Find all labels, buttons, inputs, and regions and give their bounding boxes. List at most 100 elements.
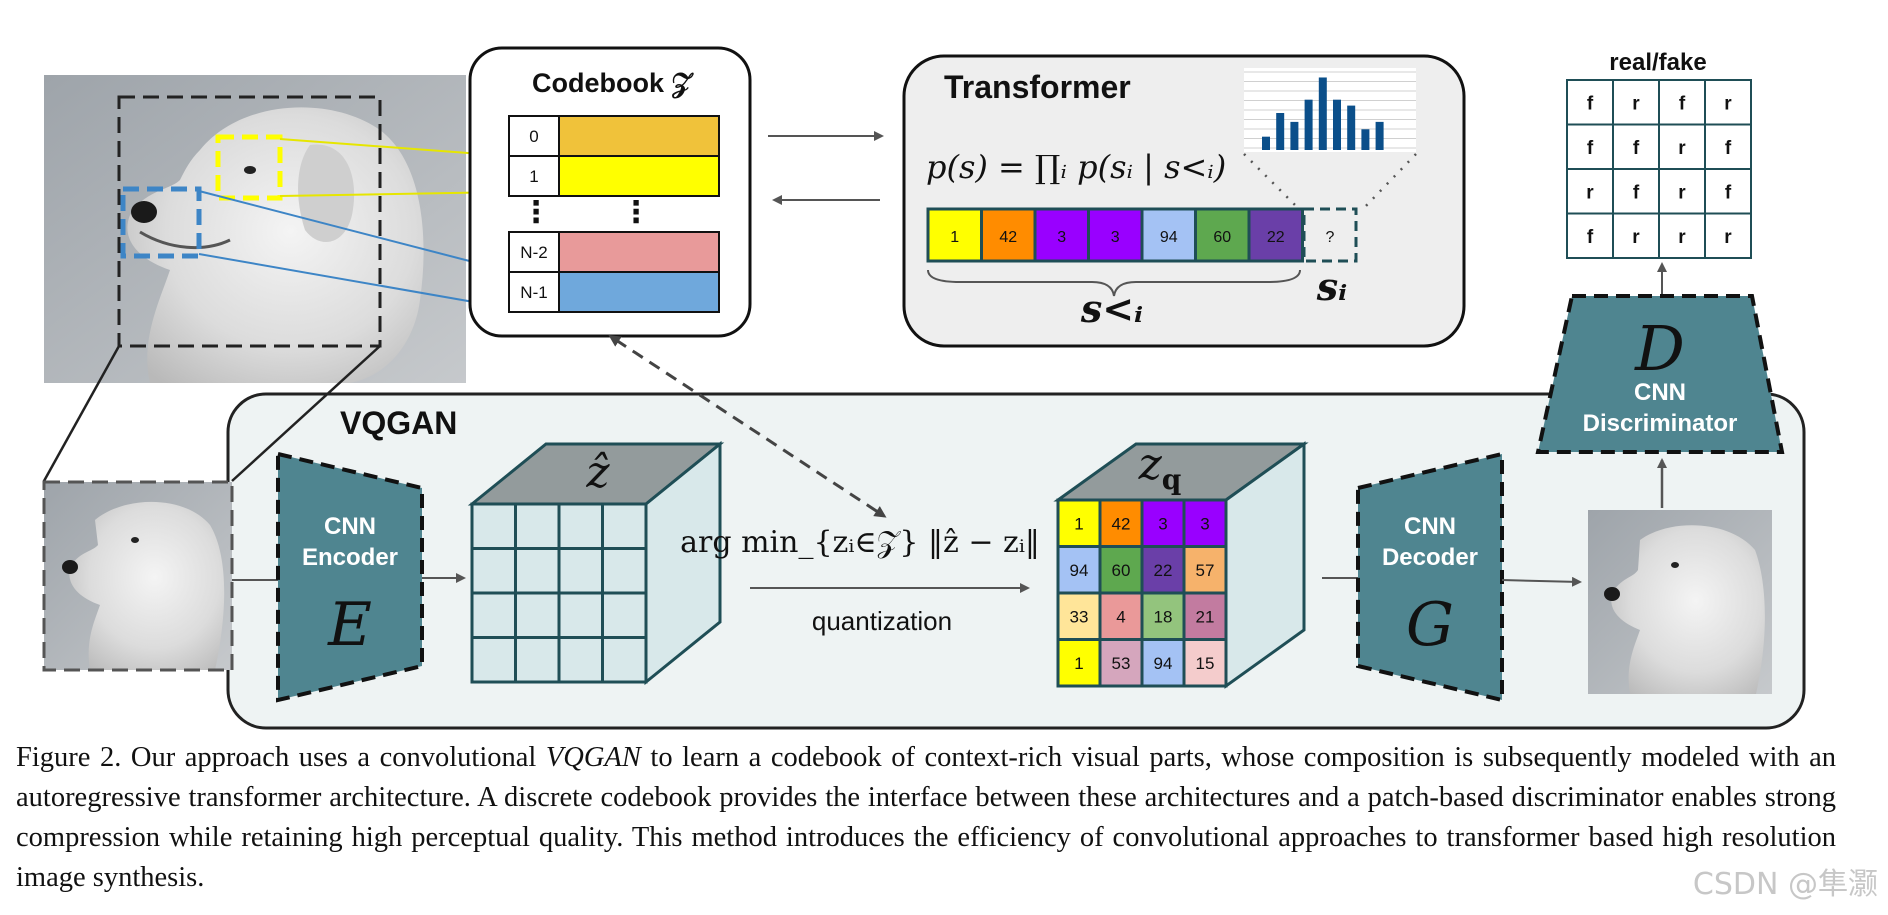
- decoder-label-line1: CNN: [1404, 513, 1456, 540]
- zq-cell: 3: [1182, 498, 1228, 548]
- input-image-frame: [42, 480, 234, 672]
- real-fake-cell-value: r: [1632, 93, 1640, 114]
- zq-cell-bg: [1140, 591, 1186, 641]
- zq-cell: 53: [1098, 638, 1144, 688]
- codebook-vector-cell: [558, 271, 720, 313]
- dog-ear: [298, 144, 355, 242]
- blue-patch-box: [120, 186, 202, 259]
- histogram-bar: [1304, 99, 1313, 150]
- token-distribution-histogram: [1244, 68, 1416, 152]
- output-dog-body: [1611, 525, 1765, 694]
- zq-cell-value: 60: [1112, 561, 1131, 580]
- decoder-letter: G: [1406, 590, 1454, 660]
- zq-cell: 94: [1140, 638, 1186, 688]
- decoder-label-line2: Decoder: [1382, 544, 1478, 571]
- blue-link-top: [198, 190, 509, 272]
- real-fake-cell: r: [1566, 168, 1614, 215]
- zq-cell-value: 53: [1112, 654, 1131, 673]
- sequence-token-value: 22: [1267, 229, 1285, 246]
- real-fake-cell: f: [1704, 123, 1752, 170]
- zq-cell: 4: [1098, 591, 1144, 641]
- s-i-label: sᵢ: [1316, 264, 1348, 309]
- zq-cell: 42: [1098, 498, 1144, 548]
- codebook-row: N-2: [508, 231, 720, 273]
- cnn-encoder: CNN Encoder E: [276, 451, 424, 703]
- zq-cell: 94: [1056, 545, 1102, 595]
- real-fake-cell: f: [1566, 212, 1614, 259]
- real-fake-cell-value: r: [1678, 138, 1686, 159]
- real-fake-cell-bg: [1704, 168, 1752, 215]
- transformer-formula: p(s) = ∏ᵢ p(sᵢ | s<ᵢ): [926, 148, 1226, 186]
- real-fake-cell-value: f: [1725, 182, 1732, 203]
- codebook-vector-cell: [558, 115, 720, 157]
- zq-cell-bg: [1182, 638, 1228, 688]
- real-fake-cell-value: r: [1724, 93, 1732, 114]
- zq-label: zq: [1138, 439, 1182, 496]
- real-fake-title: real/fake: [1609, 49, 1706, 76]
- discriminator-label-line1: CNN: [1634, 379, 1686, 406]
- crop-box: [117, 95, 382, 348]
- zq-cell-value: 18: [1154, 607, 1173, 626]
- real-fake-cell-value: f: [1725, 138, 1732, 159]
- next-token-cell: [1302, 207, 1358, 263]
- real-fake-cell-bg: [1658, 212, 1706, 259]
- real-fake-cell: f: [1566, 123, 1614, 170]
- zq-cell: 3: [1140, 498, 1186, 548]
- sequence-token-cell: [980, 207, 1037, 263]
- input-image: [42, 480, 234, 672]
- zq-cell: 57: [1182, 545, 1228, 595]
- zoom-line-left: [42, 345, 121, 482]
- histogram-bar: [1318, 77, 1327, 150]
- discriminator-label-line2: Discriminator: [1583, 410, 1738, 437]
- zq-cell: 18: [1140, 591, 1186, 641]
- codebook-title: Codebook 𝒵: [532, 68, 694, 99]
- sequence-token: 42: [980, 207, 1037, 263]
- zhat-label: ẑ: [585, 447, 610, 498]
- real-fake-cell: f: [1704, 168, 1752, 215]
- zoom-line-right: [231, 345, 381, 482]
- input-dog-nose: [62, 560, 78, 574]
- zq-cell-value: 3: [1158, 514, 1167, 533]
- real-fake-cell-bg: [1704, 212, 1752, 259]
- zq-cell: 60: [1098, 545, 1144, 595]
- sequence-token: 1: [926, 207, 983, 263]
- s-less-i-label: s<ᵢ: [1080, 286, 1143, 331]
- dog-nose: [131, 201, 157, 223]
- zq-cell: 15: [1182, 638, 1228, 688]
- sequence-token-value: 1: [950, 229, 959, 246]
- sequence-token: 3: [1033, 207, 1090, 263]
- real-fake-cell: r: [1612, 79, 1660, 126]
- zq-cell: 22: [1140, 545, 1186, 595]
- real-fake-cell-bg: [1704, 123, 1752, 170]
- zq-cell-bg: [1098, 638, 1144, 688]
- histogram-bar: [1290, 121, 1299, 150]
- codebook-panel: Codebook 𝒵 01N-2N-1 ⋮ ⋮: [468, 46, 752, 338]
- real-fake-cell-bg: [1658, 123, 1706, 170]
- zq-cell-value: 21: [1196, 607, 1215, 626]
- zq-cell-bg: [1056, 638, 1102, 688]
- real-fake-cell-bg: [1704, 79, 1752, 126]
- watermark: CSDN @隼灏: [1692, 867, 1878, 902]
- zq-cell-value: 94: [1154, 654, 1173, 673]
- dog-mouth: [139, 230, 231, 250]
- real-fake-cell: r: [1612, 212, 1660, 259]
- real-fake-cell-value: f: [1679, 93, 1686, 114]
- zq-cell-value: 4: [1116, 607, 1125, 626]
- cnn-discriminator: D CNN Discriminator: [1535, 294, 1785, 454]
- large-dog-photo: [44, 75, 466, 383]
- input-dog-eye: [131, 537, 139, 543]
- sequence-token: 22: [1247, 207, 1304, 263]
- sequence-token-cell: [926, 207, 983, 263]
- histogram-bar: [1262, 136, 1270, 150]
- encoder-letter: E: [327, 590, 372, 660]
- sequence-token-value: 3: [1111, 229, 1120, 246]
- real-fake-cell: f: [1658, 79, 1706, 126]
- discriminator-letter: D: [1634, 312, 1685, 385]
- encoder-label-line1: CNN: [324, 513, 376, 540]
- codebook-row: 0: [508, 115, 720, 157]
